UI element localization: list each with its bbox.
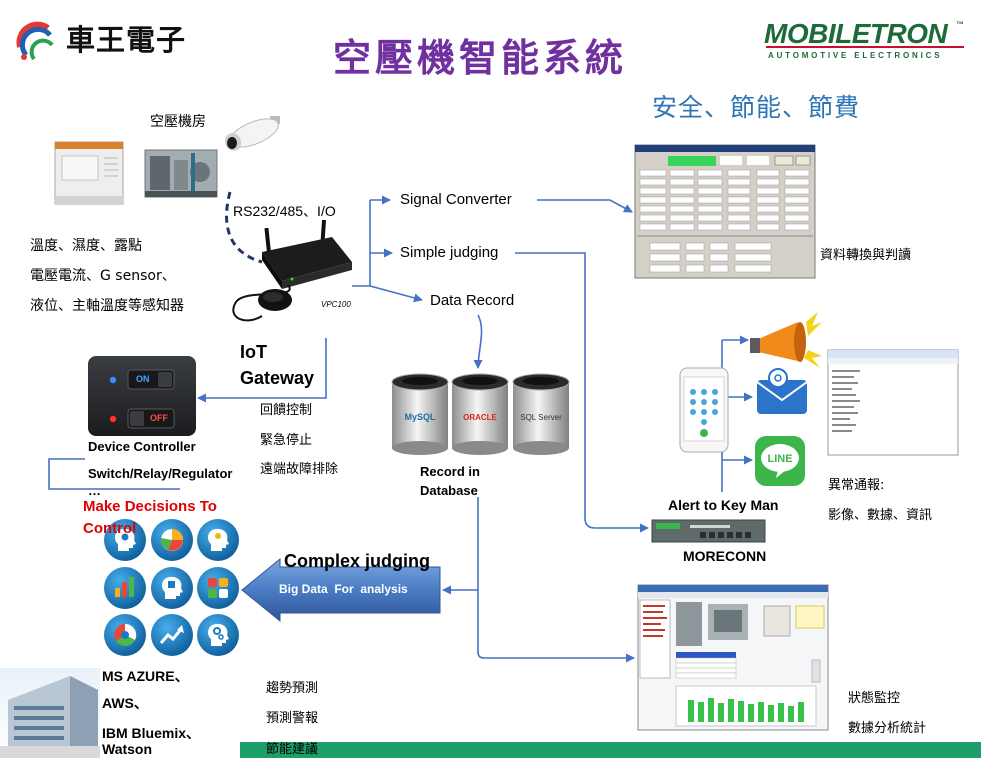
signal-converter-label: Signal Converter	[400, 191, 512, 208]
brand-logo-text: MOBILETRON	[764, 18, 948, 49]
database-engine-mysql: MySQL	[404, 412, 436, 422]
database-label-line-1: Record in	[420, 464, 480, 479]
conversion-label: 資料轉換與判讀	[820, 248, 912, 263]
gateway-bracket-line	[352, 200, 371, 287]
switch-on-label: ON	[136, 374, 150, 384]
device-controller-more: …	[88, 483, 101, 498]
decision-icon-grid	[104, 519, 239, 656]
cloud-aws: AWS、	[102, 695, 148, 711]
cloud-bluemix: IBM Bluemix、	[102, 725, 201, 741]
arrow-record-to-database	[473, 314, 483, 369]
head-idea-icon	[197, 519, 239, 561]
arrow-to-data-record	[369, 285, 423, 303]
arrow-judging-to-moreconn	[515, 252, 649, 533]
compressor-cabinet-image	[54, 141, 124, 205]
data-record-label: Data Record	[430, 292, 515, 309]
gateway-function-feedback: 回饋控制	[260, 403, 313, 418]
gateway-function-emergency-stop: 緊急停止	[260, 433, 313, 448]
database-engine-sqlserver: SQL Server	[520, 413, 562, 422]
prediction-trend: 趨勢預測	[266, 681, 319, 696]
interface-label: RS232/485、I/O	[233, 203, 336, 219]
data-analysis-label: 數據分析統計	[848, 721, 927, 736]
arrow-database-to-monitor	[477, 497, 635, 663]
sensor-line-3: 液位、主軸溫度等感知器	[30, 298, 184, 314]
machine-room-label: 空壓機房	[150, 114, 206, 130]
gateway-output-connectors	[352, 195, 423, 303]
database-cluster: MySQL ORACLE SQL Server	[391, 373, 570, 455]
alert-document-screenshot	[827, 349, 959, 456]
database-engine-oracle: ORACLE	[463, 413, 497, 422]
gps-antenna-icon	[232, 284, 292, 322]
page-title: 空壓機智能系統	[333, 35, 628, 80]
arrow-gateway-to-controller	[197, 338, 327, 403]
anomaly-notify-title: 異常通報:	[828, 478, 885, 493]
moreconn-label: MORECONN	[683, 548, 767, 564]
bar-chart-icon	[104, 567, 146, 609]
status-monitor-screenshot	[637, 584, 829, 731]
decision-label-line-2: Control	[83, 520, 137, 537]
head-puzzle-icon	[151, 567, 193, 609]
donut-chart-icon	[104, 614, 146, 656]
puzzle-icon	[197, 567, 239, 609]
database-sqlserver-icon: SQL Server	[512, 373, 570, 455]
iot-gateway-device-image	[262, 219, 352, 289]
moreconn-device-image	[651, 519, 766, 543]
pie-chart-icon	[151, 519, 193, 561]
compressor-machinery-image	[144, 149, 218, 198]
prediction-alarm: 預測警報	[266, 711, 319, 726]
trend-icon	[151, 614, 193, 656]
complex-judging-label: Complex judging	[284, 551, 430, 571]
megaphone-icon	[750, 312, 822, 368]
device-controller-title: Device Controller	[88, 439, 196, 454]
brand-tagline: AUTOMOTIVE ELECTRONICS	[768, 51, 943, 60]
footer-bar	[240, 742, 981, 758]
prediction-energy-saving: 節能建議	[266, 742, 319, 757]
device-controller-types: Switch/Relay/Regulator	[88, 466, 233, 481]
security-camera-icon	[224, 116, 280, 151]
line-app-icon: LINE	[755, 436, 805, 486]
line-app-label: LINE	[767, 453, 792, 465]
gateway-model-label: VPC100	[321, 300, 351, 309]
switch-off-label: OFF	[150, 413, 168, 423]
phone-icon	[679, 367, 729, 453]
head-gears-icon	[197, 614, 239, 656]
head-gear-icon	[104, 519, 146, 561]
device-controller-panel-image	[88, 356, 196, 436]
complex-judging-arrow	[241, 557, 441, 623]
machine-to-gateway-dashed-line	[225, 191, 263, 264]
big-data-label: Big Data For analysis	[279, 582, 408, 596]
status-monitoring-label: 狀態監控	[848, 691, 901, 706]
brand-underline	[766, 46, 964, 48]
sensor-line-2: 電壓電流、G sensor、	[30, 268, 176, 284]
signal-converter-software-screenshot	[634, 144, 816, 279]
simple-judging-label: Simple judging	[400, 244, 499, 261]
gateway-label-line-2: Gateway	[240, 368, 315, 388]
alert-key-man-label: Alert to Key Man	[668, 497, 779, 513]
arrow-signal-to-screen	[537, 199, 633, 213]
database-mysql-icon: MySQL	[391, 373, 449, 455]
cloud-azure: MS AZURE、	[102, 668, 189, 684]
cloud-watson: Watson	[102, 741, 153, 757]
decision-bracket-line	[48, 458, 180, 490]
brand-trademark: ™	[956, 20, 964, 29]
sensor-line-1: 溫度、濕度、露點	[30, 238, 142, 254]
gateway-function-remote-repair: 遠端故障排除	[260, 462, 339, 477]
decision-label-line-1: Make Decisions To	[83, 498, 217, 515]
company-building-image	[0, 668, 100, 758]
database-label-line-2: Database	[420, 483, 478, 498]
database-oracle-icon: ORACLE	[451, 373, 509, 455]
company-logo-icon	[16, 21, 54, 61]
gateway-label-line-1: IoT	[240, 342, 267, 362]
email-icon	[756, 368, 808, 414]
company-name: 車王電子	[66, 23, 187, 57]
anomaly-notify-content: 影像、數據、資訊	[828, 508, 933, 523]
page-subtitle: 安全、節能、節費	[652, 93, 861, 122]
